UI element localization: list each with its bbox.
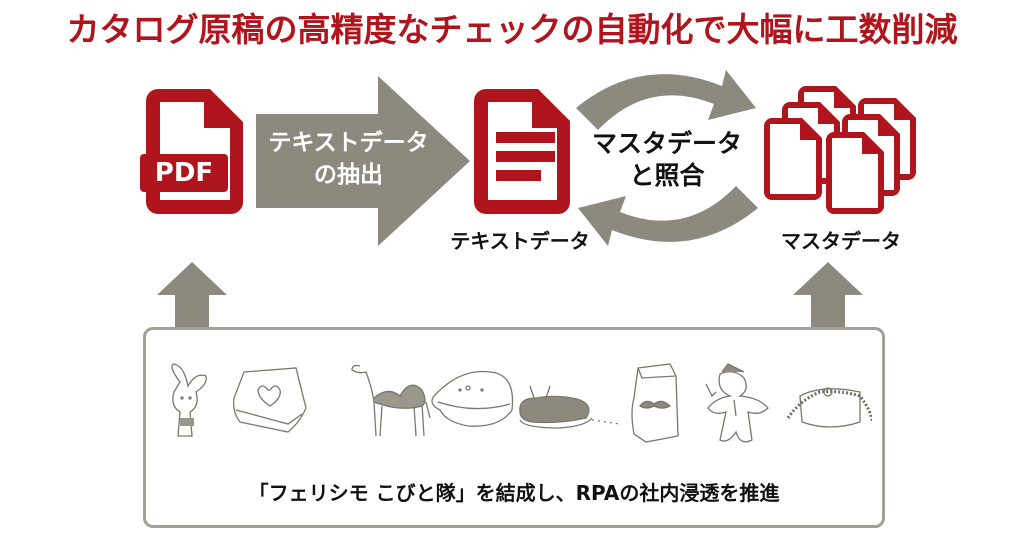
text-document-icon xyxy=(470,86,574,218)
compare-label-line1: マスタデータ xyxy=(591,129,742,158)
pdf-label: PDF xyxy=(154,158,214,188)
mustache-block-character-icon xyxy=(631,363,679,443)
extract-arrow-label-line1: テキストデータ xyxy=(268,130,429,156)
compare-cycle-arrows: マスタデータ と照合 xyxy=(572,62,762,254)
extract-arrow-label-line2: の抽出 xyxy=(314,162,383,188)
extract-arrow: テキストデータ の抽出 xyxy=(256,76,472,246)
text-data-label: テキストデータ xyxy=(450,229,590,253)
pdf-file-icon: PDF xyxy=(140,86,250,218)
page-title: カタログ原稿の高精度なチェックの自動化で大幅に工数削減 xyxy=(66,10,958,49)
cake-with-hair-character-icon xyxy=(786,387,872,428)
up-arrow-left xyxy=(157,262,227,330)
character-row xyxy=(160,362,872,452)
stacked-documents-icon xyxy=(760,84,922,220)
camel-character-icon xyxy=(351,364,431,437)
master-data-label: マスタデータ xyxy=(781,229,901,253)
compare-label-line2: と照合 xyxy=(629,161,705,190)
rabbit-character-icon xyxy=(171,363,207,437)
bottom-caption: 「フェリシモ こびと隊」を結成し、RPAの社内浸透を推進 xyxy=(248,481,780,505)
eclair-snail-character-icon xyxy=(519,385,621,429)
up-arrow-right xyxy=(793,262,863,330)
shell-creature-character-icon xyxy=(431,370,514,427)
gingerbread-man-character-icon xyxy=(705,363,769,443)
heart-biscuit-character-icon xyxy=(232,367,307,433)
